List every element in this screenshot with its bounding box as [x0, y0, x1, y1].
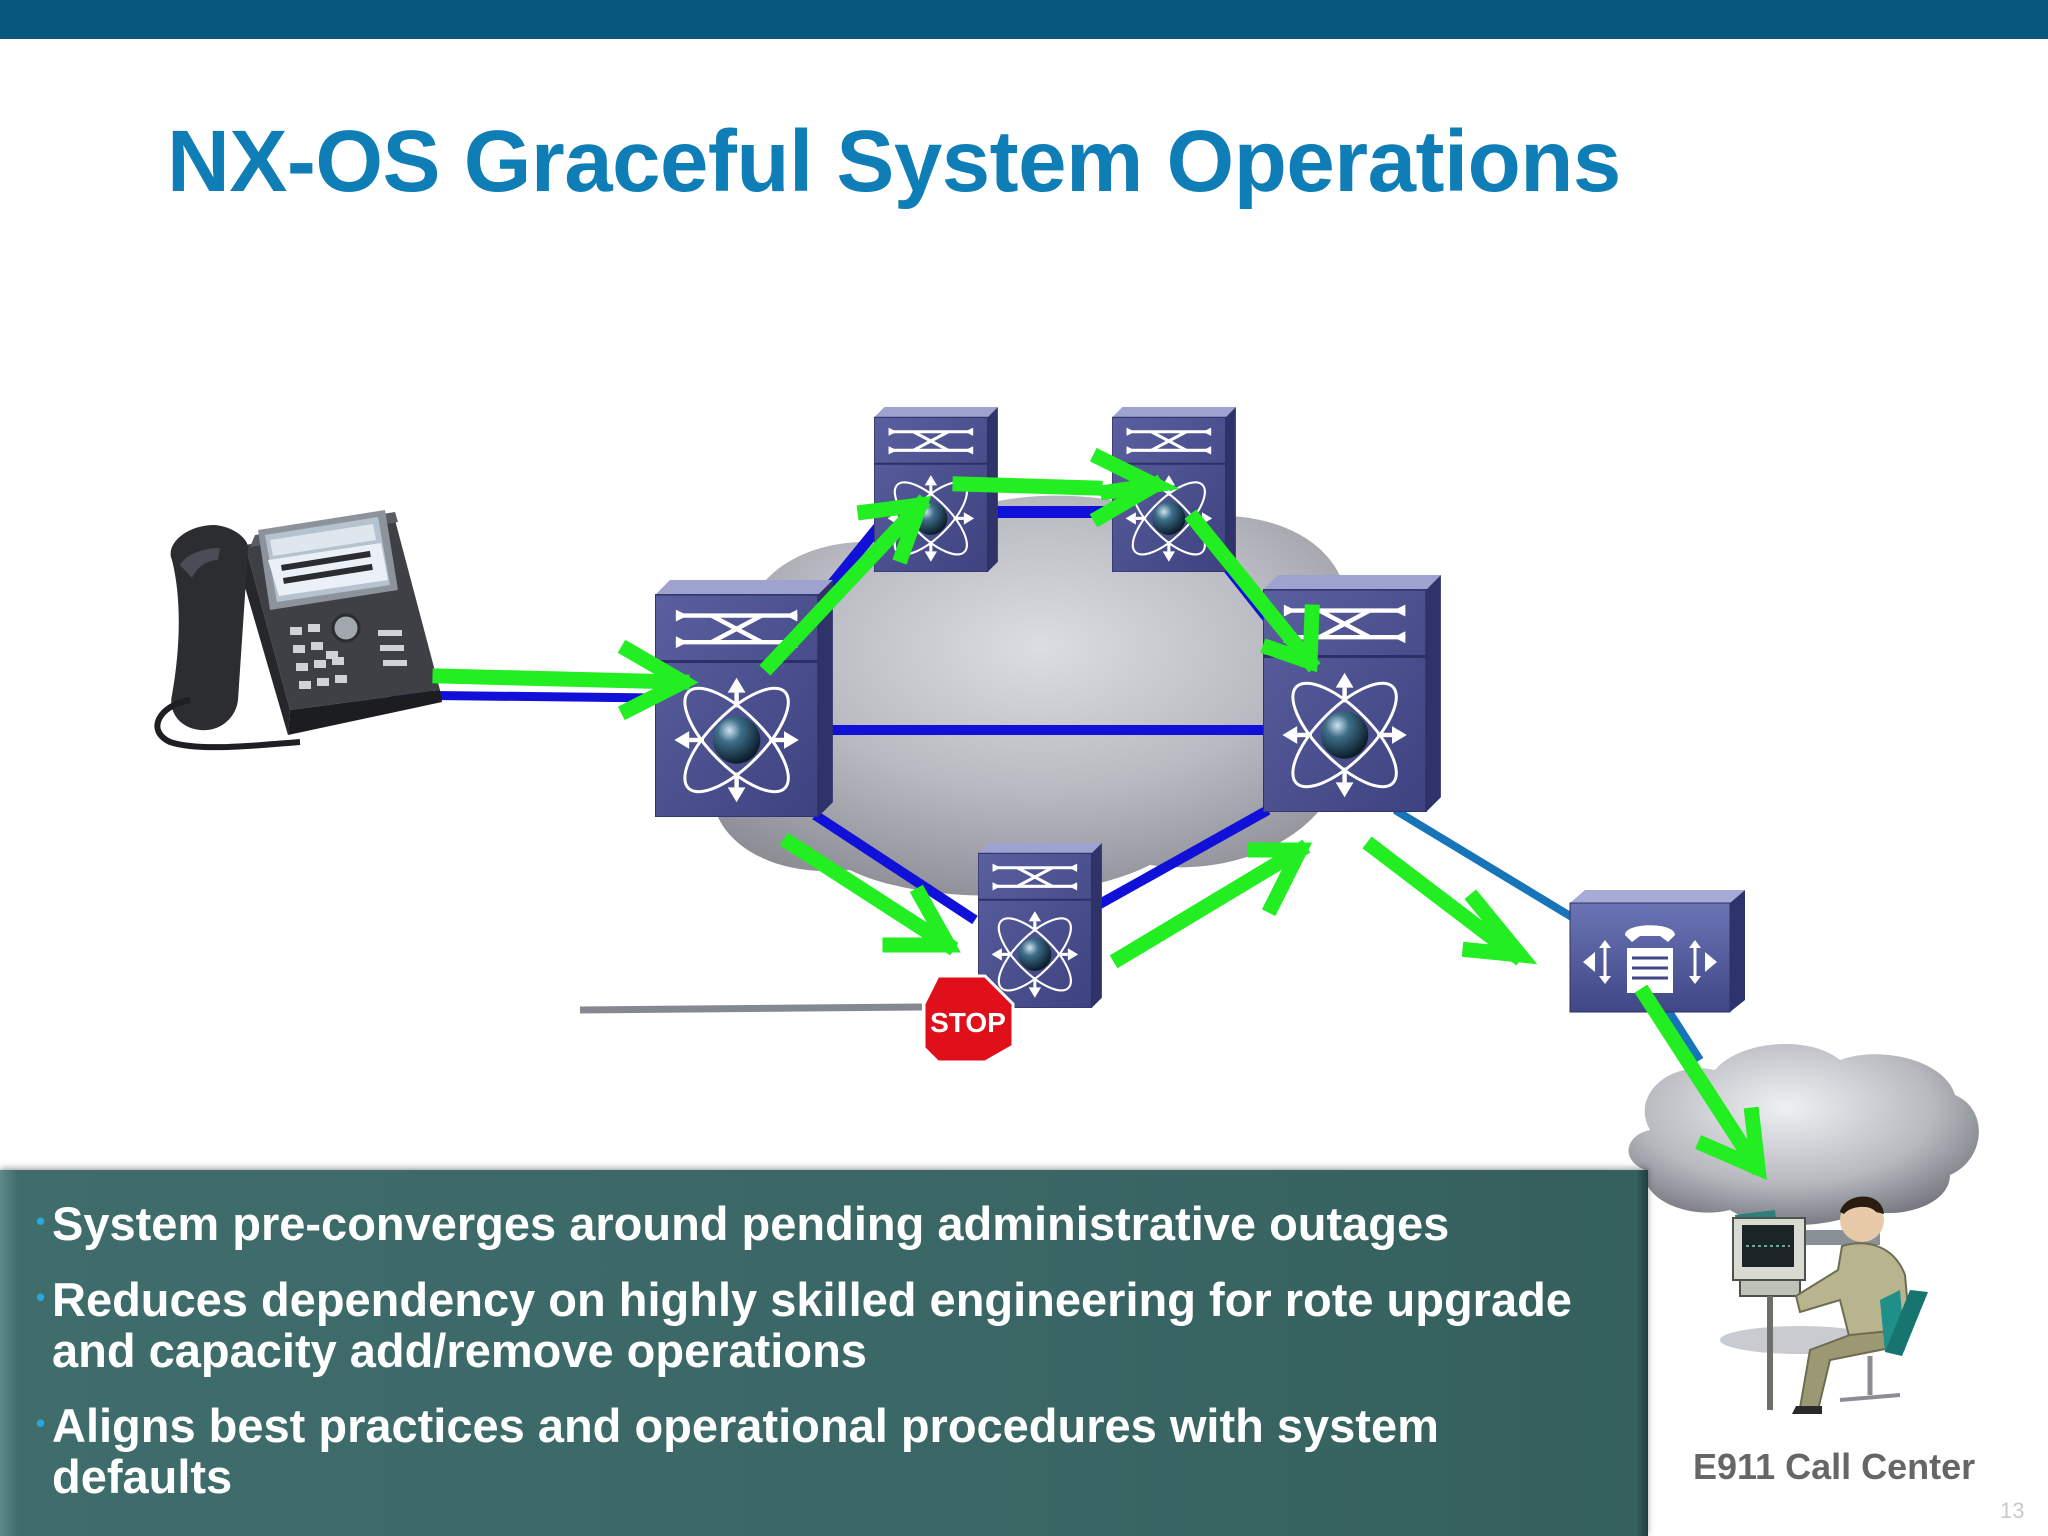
call-center-label: E911 Call Center: [1693, 1446, 1976, 1487]
core-cloud: [695, 495, 1384, 896]
maintenance-link: [579, 1003, 923, 1014]
flow-arrow-2: [759, 494, 931, 676]
flow-arrow-8-head: [1461, 889, 1538, 965]
stop-sign-label: STOP: [930, 1007, 1006, 1038]
link-right-callmanager: [1392, 806, 1583, 926]
bullet-dot-icon: •: [36, 1408, 46, 1438]
flow-arrow-9: [1634, 984, 1766, 1176]
link-bottom-right: [1095, 805, 1271, 910]
switch-right-icon: [1263, 575, 1441, 812]
flow-arrow-3: [952, 476, 1103, 496]
flow-arrow-2-head: [856, 496, 932, 565]
bullet-item: • Aligns best practices and operational …: [36, 1399, 1612, 1503]
bullet-item: • System pre-converges around pending ad…: [36, 1197, 1612, 1250]
flow-arrow-5-head: [1260, 604, 1320, 673]
link-left-bottom: [812, 810, 978, 925]
bullet-item: • Reduces dependency on highly skilled e…: [36, 1273, 1612, 1377]
page-number: 13: [2000, 1498, 2025, 1523]
operator-icon: [1720, 1196, 1928, 1414]
link-callmanager-cloud: [1664, 1007, 1704, 1063]
bullet-dot-icon: •: [36, 1206, 46, 1236]
bullet-panel: [0, 1170, 1648, 1536]
call-manager-icon: [1569, 890, 1745, 1013]
bullet-dot-icon: •: [36, 1282, 46, 1312]
flow-arrow-9-head: [1695, 1106, 1767, 1181]
flow-arrow-1: [432, 668, 690, 690]
flow-arrow-4-head: [1089, 447, 1180, 501]
bullet-text: Aligns best practices and operational pr…: [52, 1399, 1439, 1503]
switch-bottom-icon: [978, 843, 1102, 1008]
flow-arrow-7-head: [1247, 842, 1313, 917]
stop-sign-icon: STOP: [922, 974, 1015, 1064]
flow-arrow-8: [1362, 836, 1526, 966]
e911-cloud: [1628, 1043, 1979, 1225]
header-bar: [0, 0, 2048, 39]
slide-title: NX-OS Graceful System Operations: [167, 113, 1621, 210]
bullet-text: System pre-converges around pending admi…: [52, 1197, 1450, 1250]
flow-arrow-7: [1109, 839, 1311, 969]
flow-arrow-6: [779, 832, 959, 956]
flow-arrow-6-head: [882, 884, 961, 953]
flow-arrows: [432, 447, 1767, 1181]
ip-phone-icon: [154, 510, 442, 751]
flow-arrow-1-head: [617, 639, 699, 721]
bullet-text: Reduces dependency on highly skilled eng…: [52, 1273, 1572, 1377]
flow-arrow-5: [1184, 509, 1321, 673]
